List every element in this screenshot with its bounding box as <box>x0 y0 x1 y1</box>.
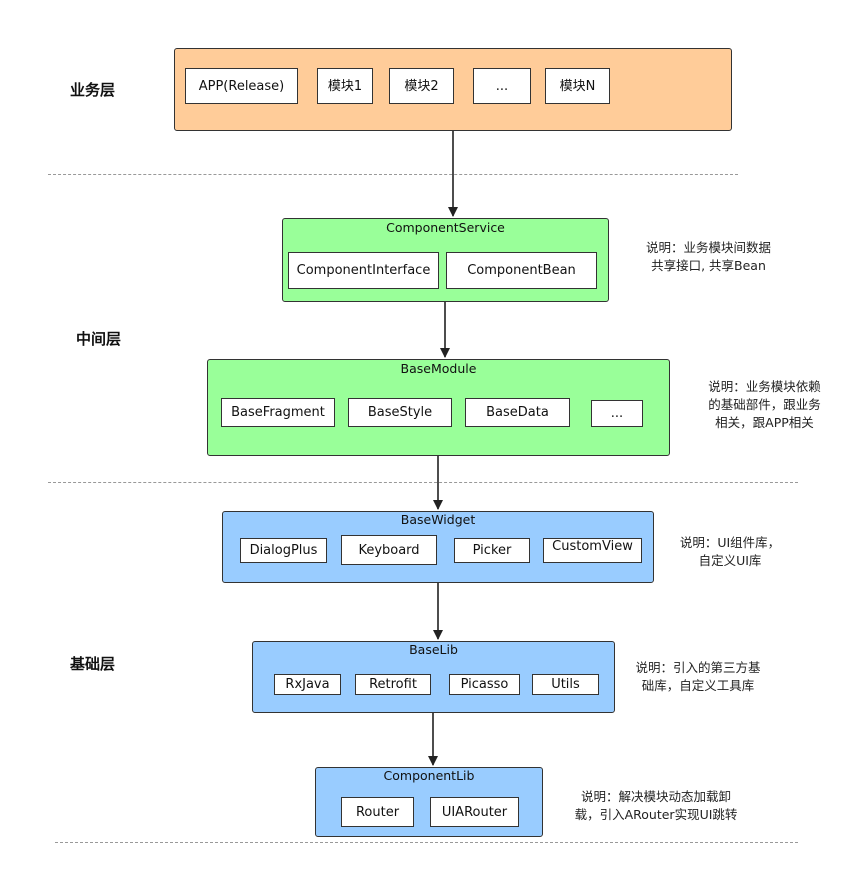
separator-line <box>48 482 798 483</box>
separator-line <box>48 174 738 175</box>
component-lib-note: 说明：解决模块动态加载卸 载，引入ARouter实现UI跳转 <box>574 789 738 822</box>
base-module-ellipsis-box: ... <box>591 400 643 427</box>
base-lib-group: BaseLib RxJava Retrofit Picasso Utils <box>252 641 615 713</box>
router-box: Router <box>341 797 414 827</box>
component-bean-box: ComponentBean <box>446 252 597 289</box>
separator-line <box>55 842 798 843</box>
component-lib-group: ComponentLib Router UIARouter <box>315 767 543 837</box>
component-interface-box: ComponentInterface <box>288 252 439 289</box>
base-module-note: 说明：业务模块依赖 的基础部件，跟业务 相关，跟APP相关 <box>708 379 821 430</box>
picasso-box: Picasso <box>449 674 520 695</box>
dialog-plus-box: DialogPlus <box>240 538 327 563</box>
module-ellipsis-box: ... <box>473 68 531 104</box>
layer-label-business: 业务层 <box>70 81 116 99</box>
base-fragment-box: BaseFragment <box>221 398 335 427</box>
component-service-title: ComponentService <box>386 220 505 235</box>
component-lib-title: ComponentLib <box>383 768 475 783</box>
app-release-box: APP(Release) <box>185 68 298 104</box>
module-n-box: 模块N <box>545 68 610 104</box>
uiarouter-box: UIARouter <box>430 797 519 827</box>
base-widget-title: BaseWidget <box>400 512 476 527</box>
retrofit-box: Retrofit <box>355 674 431 695</box>
picker-box: Picker <box>454 538 530 563</box>
component-service-note: 说明：业务模块间数据 共享接口, 共享Bean <box>645 240 771 273</box>
rxjava-box: RxJava <box>274 674 341 695</box>
component-service-group: ComponentService ComponentInterface Comp… <box>282 218 609 302</box>
keyboard-box: Keyboard <box>341 535 437 565</box>
utils-box: Utils <box>532 674 599 695</box>
base-lib-note: 说明：引入的第三方基 础库，自定义工具库 <box>635 660 761 693</box>
base-widget-group: BaseWidget DialogPlus Keyboard Picker Cu… <box>222 511 654 583</box>
layer-label-middle: 中间层 <box>76 330 122 348</box>
base-data-box: BaseData <box>465 398 570 427</box>
base-module-group: BaseModule BaseFragment BaseStyle BaseDa… <box>207 359 670 456</box>
business-app-group: APP(Release) 模块1 模块2 ... 模块N <box>174 48 732 131</box>
base-style-box: BaseStyle <box>348 398 452 427</box>
layer-label-base: 基础层 <box>70 655 116 673</box>
custom-view-box: CustomView <box>543 538 642 563</box>
base-widget-note: 说明：UI组件库， 自定义UI库 <box>679 535 781 568</box>
module-2-box: 模块2 <box>389 68 454 104</box>
base-lib-title: BaseLib <box>409 642 458 657</box>
module-1-box: 模块1 <box>317 68 373 104</box>
base-module-title: BaseModule <box>400 361 477 376</box>
